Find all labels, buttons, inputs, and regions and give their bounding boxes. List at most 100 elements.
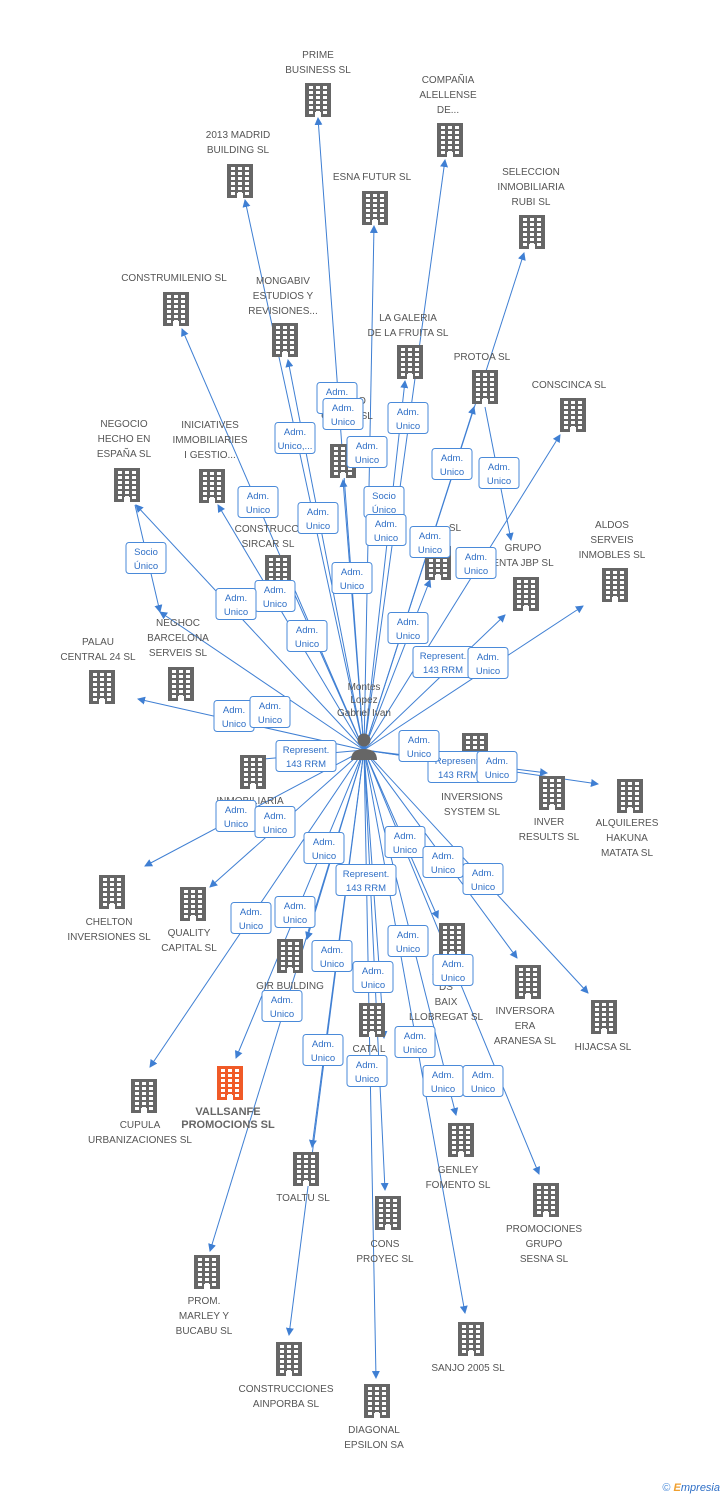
building-icon — [437, 123, 463, 157]
role-label: Adm.Unico — [398, 730, 440, 762]
building-icon — [397, 345, 423, 379]
building-icon — [199, 469, 225, 503]
svg-text:Adm.Unico: Adm.Unico — [331, 403, 355, 428]
role-label: Adm.Unico — [394, 1026, 436, 1058]
svg-text:Adm.Unico: Adm.Unico — [361, 966, 385, 991]
company-label: PROTOA SL — [454, 352, 511, 363]
svg-text:Adm.Unico: Adm.Unico — [485, 756, 509, 781]
role-label: Adm.Unico — [322, 398, 364, 430]
role-label: Adm.Unico — [431, 448, 473, 480]
svg-text:Adm.Unico: Adm.Unico — [471, 1070, 495, 1095]
svg-text:Adm.Unico: Adm.Unico — [263, 811, 287, 836]
role-label: Adm.Unico — [249, 696, 291, 728]
company-node-construmilenio[interactable]: CONSTRUMILENIO SL — [121, 273, 227, 326]
company-node-protoa[interactable]: PROTOA SL — [454, 352, 511, 404]
svg-text:Adm.Unico: Adm.Unico — [355, 441, 379, 466]
svg-text:Represent.143 RRM: Represent.143 RRM — [420, 651, 466, 676]
role-label: Adm.Unico — [409, 526, 451, 558]
building-icon — [458, 1322, 484, 1356]
company-node-autos[interactable]: AUTODSBAIXLLOBREGAT SL — [409, 923, 484, 1023]
building-icon — [539, 776, 565, 810]
company-label: SANJO 2005 SL — [431, 1363, 505, 1374]
building-icon — [217, 1066, 243, 1100]
company-label: HIJACSA SL — [575, 1042, 632, 1053]
company-node-gir[interactable]: GIR BUILDINGCO... — [256, 939, 324, 1007]
svg-text:Adm.Unico: Adm.Unico — [464, 552, 488, 577]
building-icon — [272, 323, 298, 357]
svg-text:Adm.Unico: Adm.Unico — [312, 837, 336, 862]
svg-text:Adm.Unico: Adm.Unico — [431, 851, 455, 876]
copyright-symbol: © — [662, 1482, 671, 1494]
svg-text:Represent.143 RRM: Represent.143 RRM — [343, 869, 389, 894]
building-icon — [439, 923, 465, 957]
company-label: SL — [449, 523, 462, 534]
building-icon — [533, 1183, 559, 1217]
building-icon — [163, 292, 189, 326]
role-label: Adm.Unico — [230, 902, 272, 934]
edge-to-grupo — [363, 614, 506, 751]
edge-to-madrid2013 — [242, 199, 365, 751]
edge-to-alellense — [363, 159, 449, 751]
company-node-esna[interactable]: ESNA FUTUR SL — [333, 172, 412, 225]
building-icon — [359, 1003, 385, 1037]
svg-text:Adm.Unico: Adm.Unico — [355, 1060, 379, 1085]
role-label: Adm.Unico — [387, 925, 429, 957]
svg-text:Represent.143 RRM: Represent.143 RRM — [283, 745, 329, 770]
company-node-hijacsa[interactable]: HIJACSA SL — [575, 1000, 632, 1053]
role-label: Adm.Unico — [462, 863, 504, 895]
role-label: Adm.Unico — [476, 751, 518, 783]
building-icon — [168, 667, 194, 701]
company-node-sanjo[interactable]: SANJO 2005 SL — [431, 1322, 505, 1374]
role-label: Adm.Unico — [365, 514, 407, 546]
svg-text:Represent.143 RRM: Represent.143 RRM — [435, 756, 481, 781]
company-node-inmobiliaria[interactable]: INMOBILIARIA — [216, 755, 284, 807]
role-label: Adm.Unico — [215, 588, 257, 620]
company-label: ESNA FUTUR SL — [333, 172, 412, 183]
company-node-conscinca[interactable]: CONSCINCA SL — [532, 380, 607, 432]
company-node-toaltu[interactable]: TOALTU SL — [276, 1152, 330, 1204]
footer-credit: © Empresia — [662, 1482, 720, 1494]
building-icon — [227, 164, 253, 198]
